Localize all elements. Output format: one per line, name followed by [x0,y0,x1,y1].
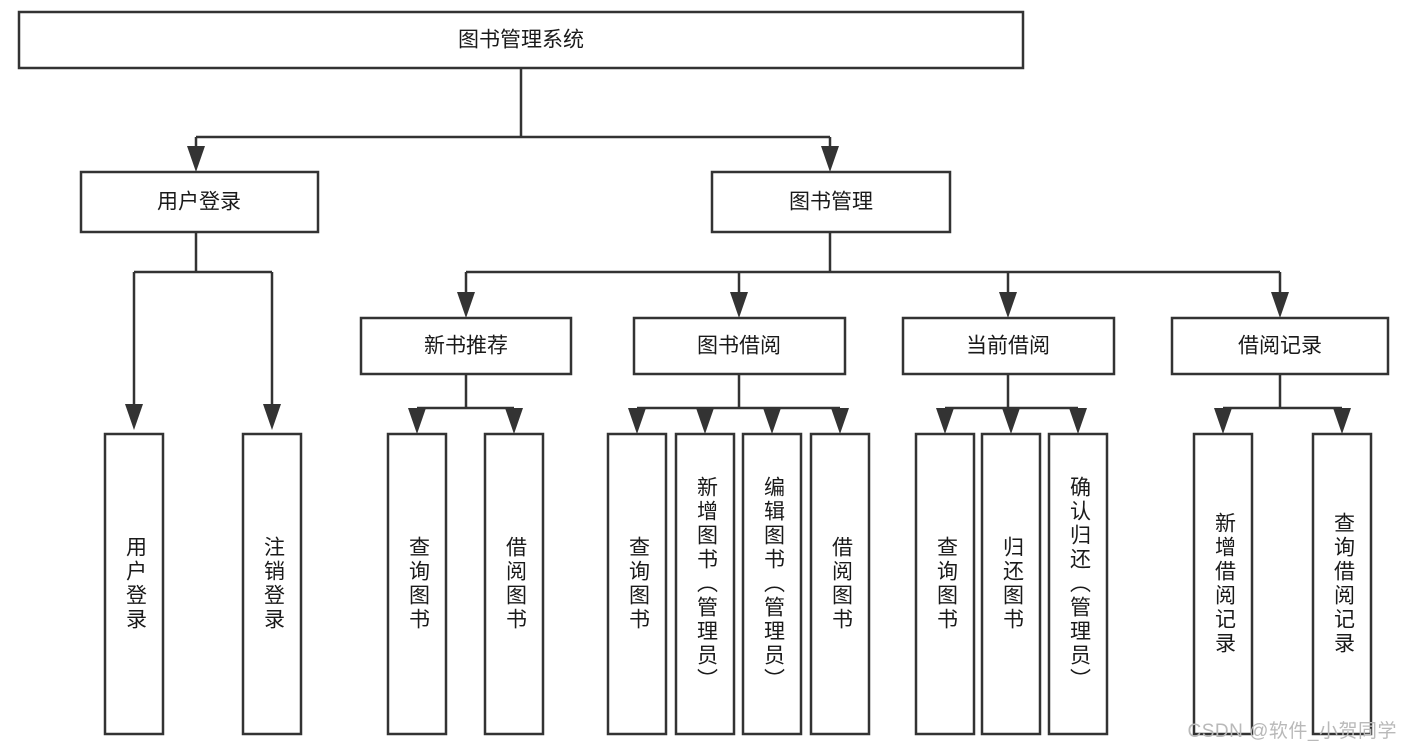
leaf-edit-book-box[interactable] [741,432,803,736]
arrow-leaf-user-login [125,404,143,430]
leaf-add-record-label: 新增借阅记录 [1212,512,1236,656]
node-book-manage[interactable]: 图书管理 [710,170,952,234]
leaf-confirm-return[interactable]: 确认归还（管理员） [1047,432,1109,736]
leaf-query-record-box[interactable] [1311,432,1373,736]
arrow-user-login [187,146,205,172]
leaf-user-logout[interactable]: 注销登录 [241,432,303,736]
node-current-borrow[interactable]: 当前借阅 [901,316,1116,376]
leaf-user-login-box[interactable] [103,432,165,736]
arrow-book-manage [821,146,839,172]
arrow-leaf-query-book-2 [628,408,646,434]
node-root[interactable]: 图书管理系统 [17,10,1025,70]
leaf-return-book[interactable]: 归还图书 [980,432,1042,736]
leaf-query-record-label: 查询借阅记录 [1331,512,1355,656]
leaf-query-book-3[interactable]: 查询图书 [914,432,976,736]
leaf-borrow-book-2-label: 借阅图书 [829,536,853,632]
node-borrow-record[interactable]: 借阅记录 [1170,316,1390,376]
node-user-login-box[interactable] [79,170,320,234]
node-new-book-recommend[interactable]: 新书推荐 [359,316,573,376]
node-book-borrow-box[interactable] [632,316,847,376]
arrow-leaf-user-logout [263,404,281,430]
leaf-add-record-box[interactable] [1192,432,1254,736]
leaf-add-book[interactable]: 新增图书（管理员） [674,432,736,736]
node-book-borrow[interactable]: 图书借阅 [632,316,847,376]
leaf-borrow-book-1[interactable]: 借阅图书 [483,432,545,736]
leaf-add-book-box[interactable] [674,432,736,736]
leaf-borrow-book-2-box[interactable] [809,432,871,736]
leaf-return-book-box[interactable] [980,432,1042,736]
leaf-user-login[interactable]: 用户登录 [103,432,165,736]
arrow-leaf-query-book-3 [936,408,954,434]
node-root-box[interactable] [17,10,1025,70]
arrow-leaf-confirm-return [1069,408,1087,434]
node-root-label: 图书管理系统 [458,29,584,52]
leaf-edit-book-label: 编辑图书（管理员） [761,476,785,692]
node-new-book-recommend-label: 新书推荐 [424,335,508,358]
arrow-leaf-query-book-1 [408,408,426,434]
leaf-query-book-3-box[interactable] [914,432,976,736]
leaf-query-book-2-label: 查询图书 [626,536,650,632]
leaf-borrow-book-1-box[interactable] [483,432,545,736]
arrow-borrow-record [1271,292,1289,318]
leaf-confirm-return-box[interactable] [1047,432,1109,736]
node-book-borrow-label: 图书借阅 [697,335,781,358]
arrow-leaf-add-book [696,408,714,434]
arrow-current-borrow [999,292,1017,318]
node-user-login-label: 用户登录 [157,191,241,214]
leaf-query-book-1-box[interactable] [386,432,448,736]
node-current-borrow-box[interactable] [901,316,1116,376]
leaf-add-book-label: 新增图书（管理员） [694,476,718,692]
leaf-query-book-3-label: 查询图书 [934,536,958,632]
leaf-user-login-label: 用户登录 [123,536,147,632]
node-borrow-record-label: 借阅记录 [1238,335,1322,358]
arrow-leaf-edit-book [763,408,781,434]
node-current-borrow-label: 当前借阅 [966,335,1050,358]
leaf-confirm-return-label: 确认归还（管理员） [1067,476,1091,692]
leaf-user-logout-box[interactable] [241,432,303,736]
arrow-book-borrow [730,292,748,318]
leaf-query-book-2[interactable]: 查询图书 [606,432,668,736]
leaf-query-book-2-box[interactable] [606,432,668,736]
node-user-login[interactable]: 用户登录 [79,170,320,234]
leaf-query-book-1-label: 查询图书 [406,536,430,632]
leaf-edit-book[interactable]: 编辑图书（管理员） [741,432,803,736]
leaf-query-record[interactable]: 查询借阅记录 [1311,432,1373,736]
node-book-manage-box[interactable] [710,170,952,234]
node-book-manage-label: 图书管理 [789,191,873,214]
connectors-group [125,68,1351,434]
arrow-leaf-query-record [1333,408,1351,434]
leaf-borrow-book-2[interactable]: 借阅图书 [809,432,871,736]
leaf-user-logout-label: 注销登录 [261,536,285,632]
leaf-borrow-book-1-label: 借阅图书 [503,536,527,632]
arrow-leaf-borrow-book-2 [831,408,849,434]
leaf-query-book-1[interactable]: 查询图书 [386,432,448,736]
arrow-new-book [457,292,475,318]
node-new-book-recommend-box[interactable] [359,316,573,376]
arrow-leaf-return-book [1002,408,1020,434]
leaf-add-record[interactable]: 新增借阅记录 [1192,432,1254,736]
arrow-leaf-add-record [1214,408,1232,434]
arrow-leaf-borrow-book-1 [505,408,523,434]
leaf-return-book-label: 归还图书 [1000,536,1024,632]
node-borrow-record-box[interactable] [1170,316,1390,376]
